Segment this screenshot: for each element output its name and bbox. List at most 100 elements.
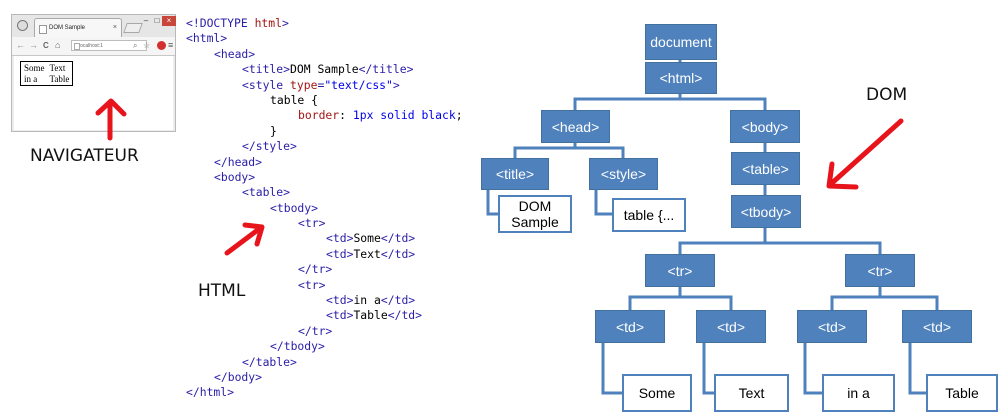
code-token: table { — [270, 92, 319, 107]
leaf-title-text: DOM Sample — [498, 195, 572, 233]
address-bar[interactable]: localhost:1 — [71, 40, 147, 51]
code-line: <td>in a</td> — [186, 293, 463, 308]
code-token: <td> — [326, 293, 354, 308]
code-line: </style> — [186, 139, 463, 154]
code-token: > — [392, 77, 400, 92]
code-line: <td>Text</td> — [186, 247, 463, 262]
code-token: <td> — [326, 231, 354, 246]
code-token: <body> — [214, 169, 256, 184]
code-token: </title> — [358, 62, 414, 77]
connector-line — [765, 241, 882, 254]
code-token: <tr> — [298, 216, 326, 231]
code-token: </td> — [380, 231, 416, 246]
search-icon[interactable]: ⌕ — [133, 41, 138, 50]
code-token: </html> — [186, 385, 235, 400]
node-td-2: <td> — [696, 310, 766, 343]
connector-line — [680, 97, 767, 110]
extension-icon[interactable] — [157, 41, 166, 50]
code-token: } — [270, 123, 277, 138]
code-token: <style — [242, 77, 291, 92]
code-token: Some — [353, 231, 381, 246]
code-token: type — [290, 77, 318, 92]
code-line: <head> — [186, 47, 463, 62]
browser-viewport: Some Text in a Table — [14, 56, 173, 130]
window-maximize-button[interactable]: □ — [154, 16, 160, 25]
code-token: : — [339, 108, 353, 123]
code-token: </style> — [242, 139, 297, 154]
connector-line — [830, 287, 882, 310]
code-line: <!DOCTYPE html> — [186, 16, 463, 31]
code-token: ; — [455, 108, 463, 123]
connector-line — [594, 190, 612, 216]
code-line: <body> — [186, 170, 463, 185]
bookmark-star-icon[interactable]: ☆ — [143, 41, 151, 50]
page-icon — [74, 43, 80, 50]
window-minimize-button[interactable]: – — [143, 16, 149, 25]
code-token: 1px solid black — [352, 108, 456, 123]
connector-line — [880, 295, 939, 310]
node-document: document — [645, 24, 717, 60]
rendered-table: Some Text in a Table — [20, 61, 74, 86]
rendered-cell: in a — [24, 74, 38, 84]
code-line: <tr> — [186, 278, 463, 293]
node-tr-2: <tr> — [845, 254, 915, 287]
connector-line — [678, 228, 767, 254]
navigateur-caption: NAVIGATEUR — [30, 146, 139, 166]
code-token: </td> — [380, 293, 416, 308]
browser-tab[interactable]: DOM Sample × — [34, 18, 122, 37]
dom-caption: DOM — [866, 85, 908, 105]
node-table: <table> — [731, 152, 800, 185]
code-token: <!DOCTYPE — [186, 16, 255, 30]
code-token: </td> — [380, 246, 416, 261]
forward-arrow-icon[interactable]: → — [29, 40, 38, 50]
code-token: <table> — [242, 185, 291, 200]
browser-window-thumbnail: DOM Sample × – □ × ← → C ⌂ localhost:1 ⌕… — [11, 14, 176, 132]
code-line: <tbody> — [186, 201, 463, 216]
code-token: DOM Sample — [290, 62, 359, 77]
code-token: Text — [353, 246, 381, 261]
code-token: <title> — [242, 62, 291, 77]
leaf-td-3-text: in a — [822, 374, 895, 412]
code-line: <td>Some</td> — [186, 231, 463, 246]
rendered-cell: Text — [49, 63, 66, 73]
node-html: <html> — [645, 62, 717, 94]
reload-icon[interactable]: C — [43, 41, 49, 50]
connector-line — [803, 343, 822, 395]
tab-close-icon[interactable]: × — [112, 24, 117, 31]
code-token: border — [298, 108, 340, 123]
node-head: <head> — [541, 110, 610, 143]
html-source-code: <!DOCTYPE html><html><head><title>DOM Sa… — [186, 16, 463, 401]
connector-line — [908, 343, 926, 395]
node-td-3: <td> — [797, 310, 867, 343]
connector-line — [486, 190, 498, 216]
node-td-1: <td> — [595, 310, 665, 343]
node-tbody: <tbody> — [731, 195, 801, 228]
rendered-cell: Table — [49, 74, 70, 84]
node-td-4: <td> — [902, 310, 972, 343]
node-tr-1: <tr> — [645, 254, 715, 287]
leaf-td-4-text: Table — [926, 374, 998, 412]
code-token: = — [317, 77, 325, 92]
profile-icon[interactable] — [17, 20, 28, 31]
browser-toolbar: ← → C ⌂ localhost:1 ⌕ ☆ ≡ — [12, 37, 175, 56]
menu-icon[interactable]: ≡ — [168, 40, 174, 50]
code-token: </tbody> — [270, 339, 325, 354]
code-line: </tr> — [186, 262, 463, 277]
window-close-button[interactable]: × — [162, 16, 176, 26]
leaf-td-2-text: Text — [714, 374, 789, 412]
connector-line — [702, 343, 714, 395]
code-token: Table — [353, 308, 388, 323]
page-favicon-icon — [39, 25, 47, 34]
back-arrow-icon[interactable]: ← — [16, 40, 25, 50]
address-text: localhost:1 — [79, 43, 103, 49]
rendered-cell: Some — [24, 63, 45, 73]
connector-line — [601, 343, 622, 395]
tab-title: DOM Sample — [49, 25, 86, 31]
code-line: <td>Table</td> — [186, 308, 463, 323]
code-line: </html> — [186, 385, 463, 400]
home-icon[interactable]: ⌂ — [55, 40, 61, 50]
code-token: </table> — [242, 354, 297, 369]
code-line: <style type="text/css"> — [186, 78, 463, 93]
leaf-style-text: table {... — [612, 198, 686, 232]
